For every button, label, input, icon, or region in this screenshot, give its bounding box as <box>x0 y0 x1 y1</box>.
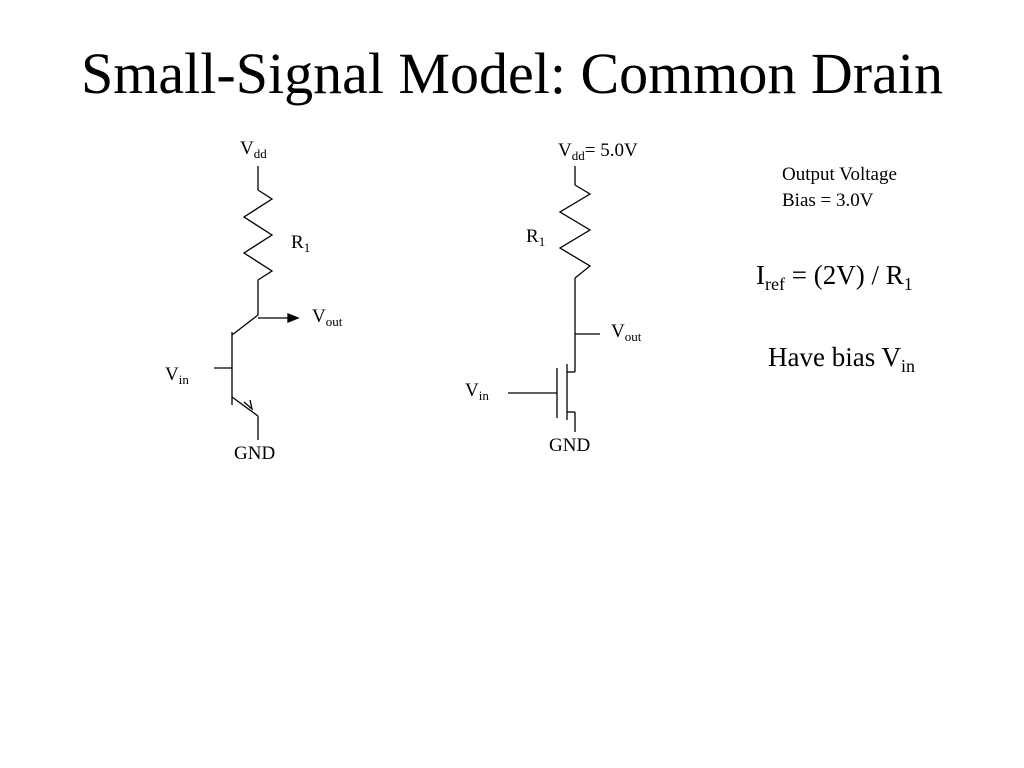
iref-equation: Iref = (2V) / R1 <box>756 260 913 294</box>
bjt-gnd-label: GND <box>234 443 276 464</box>
bjt-circuit <box>214 166 300 440</box>
bjt-vdd-label: Vdd <box>240 138 267 161</box>
bjt-vout-label: Vout <box>312 306 343 329</box>
bjt-resistor <box>242 189 274 281</box>
mos-r1-label: R1 <box>526 226 546 249</box>
mos-vdd-label: Vdd= 5.0V <box>558 140 638 163</box>
bjt-emitter-arrow <box>243 399 254 411</box>
have-bias-note: Have bias Vin <box>768 342 915 376</box>
mos-gnd-label: GND <box>549 435 591 456</box>
bjt-vin-label: Vin <box>165 364 189 387</box>
mos-resistor <box>558 184 592 279</box>
bias-note-line2: Bias = 3.0V <box>782 190 874 211</box>
bjt-emitter <box>231 396 259 417</box>
slide-title: Small-Signal Model: Common Drain <box>81 41 943 106</box>
mos-vout-label: Vout <box>611 321 642 344</box>
mos-vin-label: Vin <box>465 380 489 403</box>
bjt-vout-arrowhead <box>287 313 300 323</box>
bias-note-line1: Output Voltage <box>782 164 897 185</box>
bjt-collector <box>231 314 259 336</box>
bjt-r1-label: R1 <box>291 232 311 255</box>
mos-circuit <box>508 166 600 432</box>
